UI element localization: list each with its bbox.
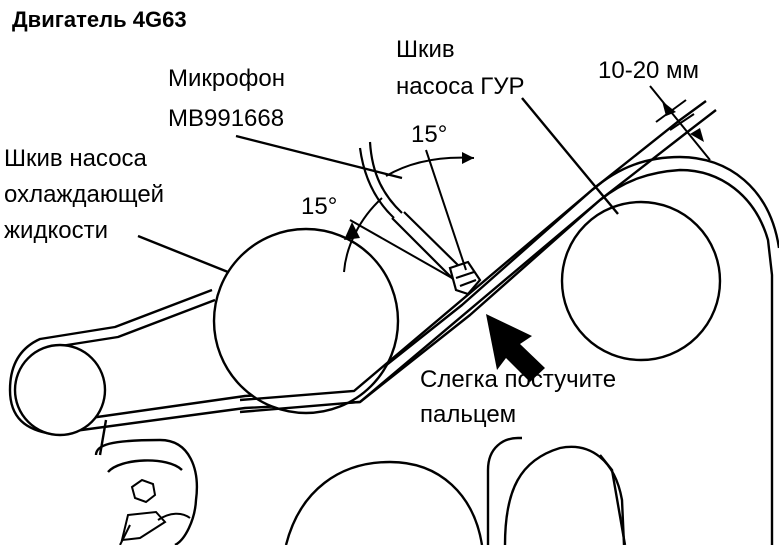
diagram-title: Двигатель 4G63 <box>12 7 187 32</box>
label-water-pulley-line1: Шкив насоса <box>4 145 148 172</box>
angle-reference-line <box>425 149 467 271</box>
microphone-body-left <box>391 217 457 283</box>
tap-direction-arrow-icon <box>486 314 545 382</box>
belt-upper-run-a <box>599 109 717 201</box>
lower-components <box>94 436 627 545</box>
gap-arrowhead-lower <box>690 128 704 142</box>
power-steering-pulley <box>560 200 722 362</box>
alternator-pulley-outer <box>486 436 522 545</box>
microphone-tip <box>448 260 482 296</box>
belt-tangent-strand-outer <box>239 199 601 414</box>
belt-tangent-strand-inner <box>239 189 593 402</box>
microphone-probe <box>358 141 482 296</box>
microphone-tip-groove <box>455 270 475 280</box>
crankshaft-pulley-arc <box>284 460 484 545</box>
tensioner-arm <box>94 438 198 545</box>
label-tap-line2: пальцем <box>420 401 516 428</box>
label-ps-pulley-line2: насоса ГУР <box>396 73 524 100</box>
label-angle-top: 15° <box>411 121 447 148</box>
microphone-body-right <box>403 211 467 274</box>
label-angle-left: 15° <box>301 193 337 220</box>
alternator-belt-right <box>599 454 627 545</box>
leader-ps-pulley <box>521 97 619 215</box>
belt-upper-run-b <box>591 100 707 191</box>
tensioner-body <box>107 459 183 473</box>
angle-arrowhead-left <box>344 222 360 240</box>
idler-pulley <box>13 343 107 437</box>
label-ps-pulley-line1: Шкив <box>396 36 455 63</box>
microphone-cable-2 <box>358 147 395 219</box>
label-microphone-line1: Микрофон <box>168 65 285 92</box>
angle-reference-line-left <box>349 219 453 279</box>
microphone-cable <box>368 141 403 214</box>
label-gap: 10-20 мм <box>598 57 699 84</box>
label-tap-line1: Слегка постучите <box>420 366 616 393</box>
label-microphone-line2: MB991668 <box>168 105 284 132</box>
label-water-pulley-line2: охлаждающей <box>4 181 164 208</box>
gap-arrowhead-upper <box>662 101 676 116</box>
water-pump-pulley <box>212 227 400 415</box>
label-water-pulley-line3: жидкости <box>4 217 108 244</box>
tensioner-bolt-icon <box>130 478 157 504</box>
angle-arrowhead-top <box>462 152 474 164</box>
bracket-lower-left <box>119 510 191 545</box>
gap-ext-line-b <box>669 113 695 131</box>
leader-microphone <box>235 134 403 180</box>
microphone-tip-groove-2 <box>459 278 477 288</box>
belt-lower-left <box>98 419 108 456</box>
leader-water-pulley <box>137 234 229 274</box>
